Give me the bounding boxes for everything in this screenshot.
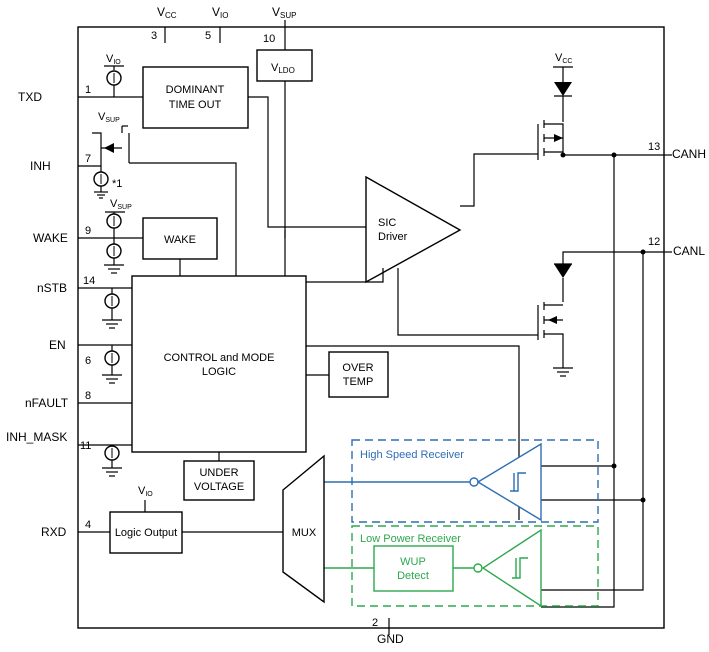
- pin-inh: INH 7 VSUP *1: [30, 111, 237, 276]
- svg-text:VIO: VIO: [138, 485, 153, 498]
- pin-wake: WAKE 9 VSUP: [33, 198, 143, 274]
- svg-text:7: 7: [85, 153, 91, 165]
- svg-text:8: 8: [85, 390, 91, 402]
- pin-canl: 12 CANL: [640, 236, 705, 258]
- svg-text:2: 2: [372, 617, 378, 629]
- svg-text:INH: INH: [30, 159, 51, 173]
- svg-text:WAKE: WAKE: [33, 231, 68, 245]
- svg-text:INH_MASK: INH_MASK: [6, 430, 67, 444]
- svg-text:*1: *1: [112, 178, 122, 190]
- svg-text:RXD: RXD: [41, 525, 67, 539]
- svg-text:5: 5: [205, 30, 211, 42]
- svg-text:VIO: VIO: [212, 5, 228, 20]
- svg-text:High Speed Receiver: High Speed Receiver: [360, 449, 464, 461]
- pin-en: EN 6: [49, 338, 132, 384]
- pin-vio: VIO 5: [205, 5, 228, 43]
- svg-text:WUP: WUP: [400, 556, 426, 568]
- control-logic-block: CONTROL and MODE LOGIC: [131, 275, 307, 453]
- svg-text:Driver: Driver: [378, 231, 408, 243]
- svg-text:12: 12: [648, 236, 660, 248]
- canl-driver: [530, 251, 664, 377]
- svg-text:OVER: OVER: [342, 362, 373, 374]
- svg-text:CANL: CANL: [673, 244, 705, 258]
- svg-text:VSUP: VSUP: [110, 198, 132, 211]
- over-temp-block: OVER TEMP: [306, 351, 389, 398]
- svg-text:TEMP: TEMP: [343, 376, 374, 388]
- svg-text:WAKE: WAKE: [164, 234, 196, 246]
- svg-text:6: 6: [85, 355, 91, 367]
- canh-driver: VCC: [530, 52, 664, 160]
- pin-canh: 13 CANH: [611, 141, 706, 161]
- low-power-receiver: Low Power Receiver WUP Detect: [324, 525, 599, 608]
- svg-text:VSUP: VSUP: [272, 5, 296, 20]
- svg-text:10: 10: [263, 33, 275, 45]
- svg-text:VSUP: VSUP: [98, 111, 120, 124]
- pin-vcc: VCC 3: [151, 5, 177, 43]
- svg-text:UNDER: UNDER: [199, 467, 238, 479]
- pin-nfault: nFAULT 8: [25, 390, 132, 410]
- svg-text:Detect: Detect: [397, 570, 429, 582]
- sic-driver: SIC Driver: [284, 153, 530, 336]
- svg-text:nFAULT: nFAULT: [25, 396, 69, 410]
- svg-text:3: 3: [151, 30, 157, 42]
- svg-text:SIC: SIC: [378, 217, 396, 229]
- svg-text:EN: EN: [49, 338, 66, 352]
- svg-text:Low Power Receiver: Low Power Receiver: [360, 533, 461, 545]
- svg-text:CANH: CANH: [672, 147, 706, 161]
- pin-txd: TXD 1 VIO: [18, 53, 143, 104]
- svg-text:4: 4: [85, 519, 91, 531]
- pin-gnd: 2 GND: [372, 617, 404, 646]
- svg-text:1: 1: [85, 84, 91, 96]
- svg-text:VCC: VCC: [157, 5, 177, 20]
- svg-text:nSTB: nSTB: [37, 281, 67, 295]
- svg-text:VCC: VCC: [555, 52, 572, 65]
- chip-outline: [77, 26, 665, 629]
- svg-text:13: 13: [648, 141, 660, 153]
- svg-text:9: 9: [85, 225, 91, 237]
- pin-inh-mask: INH_MASK 11: [6, 430, 132, 477]
- svg-text:Logic Output: Logic Output: [115, 527, 177, 539]
- svg-text:MUX: MUX: [292, 527, 317, 539]
- pin-rxd: RXD 4: [41, 519, 110, 539]
- under-voltage-block: UNDER VOLTAGE: [183, 452, 255, 501]
- svg-text:VOLTAGE: VOLTAGE: [194, 481, 244, 493]
- svg-text:VLDO: VLDO: [271, 62, 295, 75]
- svg-text:14: 14: [83, 275, 95, 287]
- svg-text:11: 11: [80, 440, 91, 452]
- svg-text:CONTROL and MODE: CONTROL and MODE: [164, 352, 275, 364]
- svg-text:GND: GND: [377, 632, 404, 646]
- high-speed-receiver: High Speed Receiver: [324, 439, 599, 523]
- pin-nstb: nSTB 14: [37, 275, 132, 329]
- svg-text:DOMINANT: DOMINANT: [166, 84, 225, 96]
- mux-block: MUX: [282, 454, 325, 604]
- svg-text:LOGIC: LOGIC: [202, 366, 236, 378]
- vldo-block: VLDO: [256, 49, 313, 276]
- svg-text:TIME OUT: TIME OUT: [169, 99, 222, 111]
- dominant-timeout-block: DOMINANT TIME OUT: [142, 66, 367, 228]
- wake-block: WAKE: [142, 217, 218, 276]
- svg-text:TXD: TXD: [18, 90, 42, 104]
- pin-vsup: VSUP 10: [263, 5, 296, 50]
- logic-output-block: VIO Logic Output: [109, 485, 283, 554]
- svg-text:VIO: VIO: [106, 53, 121, 66]
